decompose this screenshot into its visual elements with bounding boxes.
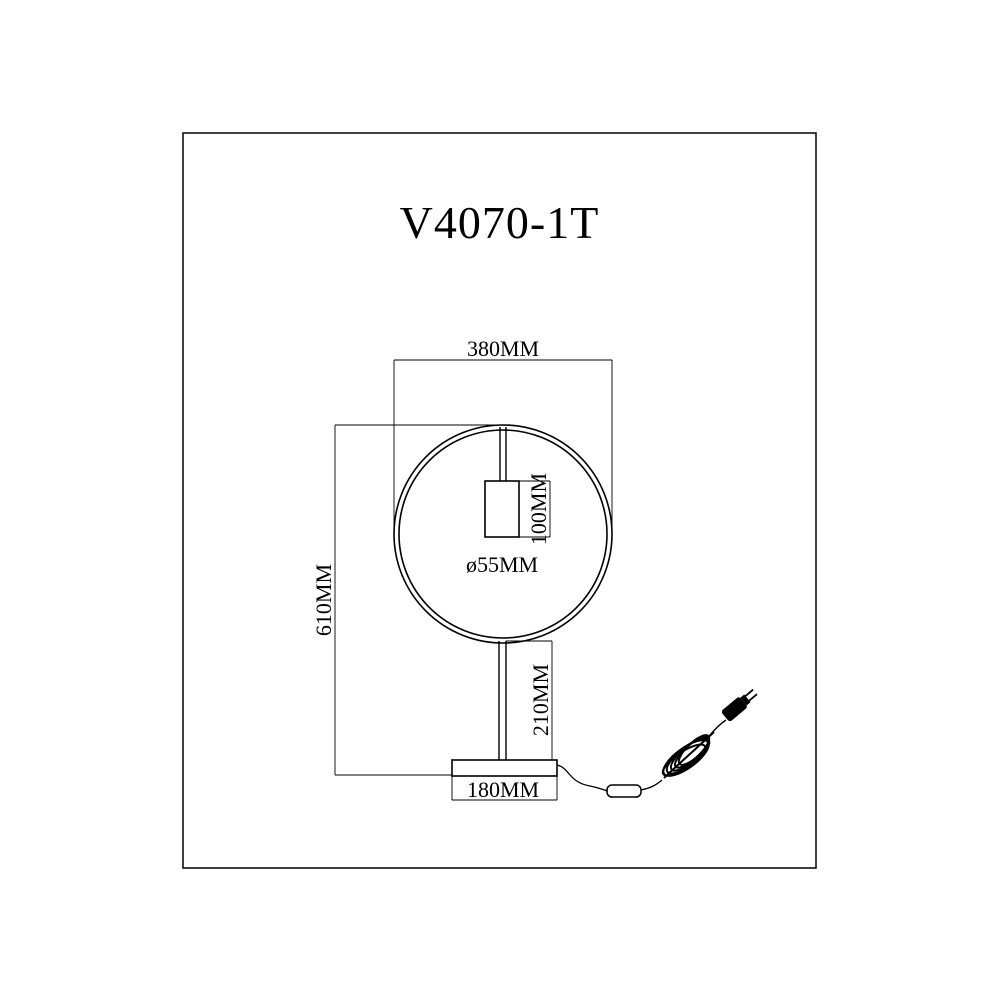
lamp-ring-inner	[398, 429, 608, 639]
lamp-base	[451, 759, 558, 777]
width-label: 380MM	[467, 336, 539, 361]
power-plug-icon	[721, 688, 758, 722]
base-width-label: 180MM	[467, 777, 539, 802]
power-cord	[556, 764, 609, 792]
height-label: 610MM	[311, 564, 336, 636]
power-cord-2	[640, 779, 663, 791]
stem-height-label: 210MM	[528, 664, 553, 736]
model-title: V4070-1T	[399, 197, 600, 248]
drawing-frame	[182, 132, 817, 869]
lamp-ring-outer	[393, 424, 613, 644]
lamp-shade	[484, 480, 520, 538]
coiled-cord	[661, 731, 715, 779]
cord-to-plug	[709, 719, 727, 736]
shade-height-label: 100MM	[526, 473, 551, 545]
shade-diameter-label: ø55MM	[466, 552, 538, 577]
cord-switch	[606, 784, 642, 798]
